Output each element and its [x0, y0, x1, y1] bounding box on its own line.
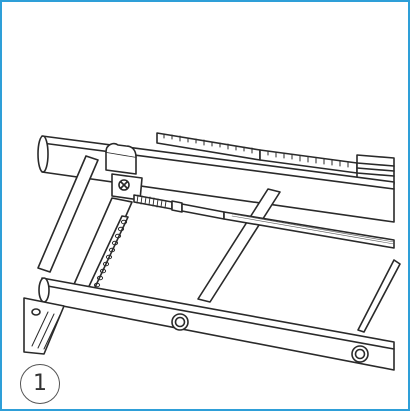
scale-ruler	[156, 132, 395, 185]
clamp-block	[105, 142, 143, 201]
front-rail	[38, 277, 395, 371]
bottom-bracket	[23, 297, 65, 355]
perforated-plate	[67, 197, 133, 303]
step-number-badge: 1	[20, 364, 60, 404]
cable-assembly	[133, 194, 395, 249]
